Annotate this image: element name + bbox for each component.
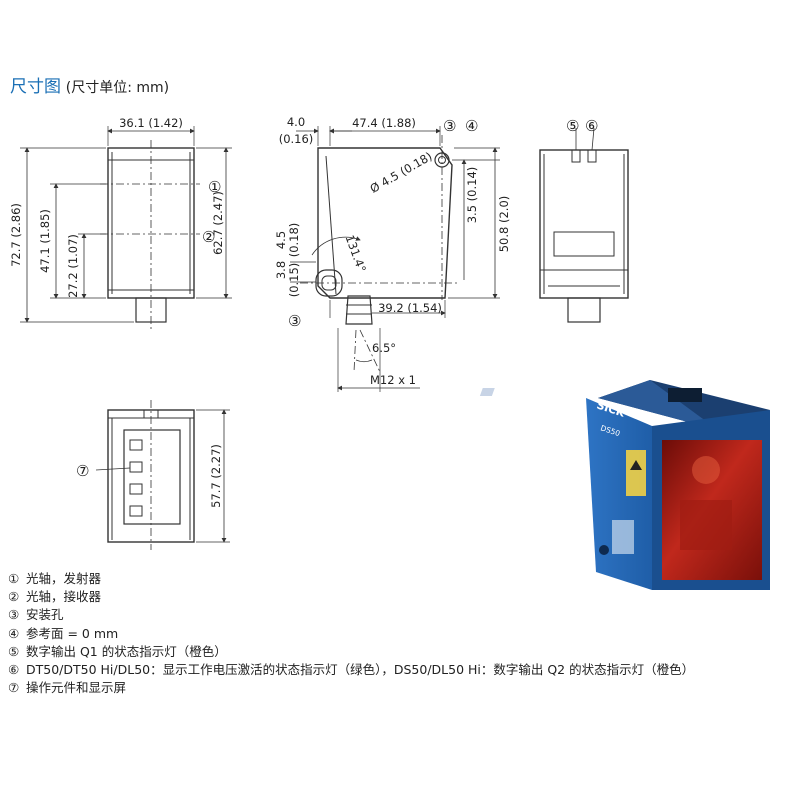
title-unit: (尺寸单位: mm) <box>65 80 170 96</box>
side-callout-3b: ③ <box>288 312 301 330</box>
side-body <box>317 147 453 299</box>
front-axis1-label: 47.1 (1.85) <box>38 209 52 273</box>
side-length-label: 47.4 (1.88) <box>352 116 416 130</box>
control-button-1 <box>129 439 143 451</box>
tilt-angle-label: 6.5° <box>372 341 396 355</box>
indicator-q2 <box>587 149 597 163</box>
slot-inch-label: (0.15) <box>287 263 301 298</box>
control-button-4 <box>129 505 143 517</box>
front-view <box>20 126 232 330</box>
laser-warning-label <box>626 450 646 496</box>
product-side-face <box>586 398 652 590</box>
top-view <box>95 400 230 550</box>
side-offset-inch-label: (0.16) <box>279 132 314 146</box>
title-main: 尺寸图 <box>10 77 61 97</box>
front-callout-1: ① <box>208 178 221 196</box>
ref-offset-label: 3.5 (0.14) <box>465 167 479 224</box>
side-offset-label: 4.0 <box>287 115 305 129</box>
back-connector <box>567 297 601 323</box>
back-callout-6: ⑥ <box>585 117 598 135</box>
front-callout-2: ② <box>202 228 215 246</box>
back-view <box>539 127 629 323</box>
control-button-3 <box>129 483 143 495</box>
side-view-labels: 4.0 (0.16) 47.4 (1.88) ③ ④ Ø 4.5 (0.18) … <box>274 115 511 387</box>
hole-diameter-label: Ø 4.5 (0.18) <box>368 149 435 196</box>
product-photo: SICK DS50 <box>479 380 770 590</box>
page-title: 尺寸图 (尺寸单位: mm) <box>10 72 169 97</box>
front-body-height-label: 62.7 (2.47) <box>211 191 225 255</box>
top-view-labels: 57.7 (2.27) ⑦ <box>76 444 223 508</box>
front-total-height-label: 72.7 (2.86) <box>9 203 23 267</box>
control-button-2 <box>129 461 143 473</box>
side-callout-4: ④ <box>465 117 478 135</box>
front-width-label: 36.1 (1.42) <box>119 116 183 130</box>
base-length-label: 39.2 (1.54) <box>378 301 442 315</box>
back-view-labels: ⑤ ⑥ <box>566 117 598 135</box>
top-callout-7: ⑦ <box>76 462 89 480</box>
control-panel <box>123 429 181 525</box>
slot-label: 3.8 <box>274 261 288 279</box>
side-view <box>290 126 500 392</box>
hole-height-label: 4.5 <box>274 231 288 249</box>
back-label-area <box>553 231 615 257</box>
side-connector <box>345 295 373 325</box>
thread-label: M12 x 1 <box>370 373 416 387</box>
hole-height-inch-label: (0.18) <box>287 223 301 258</box>
front-view-labels: 36.1 (1.42) 72.7 (2.86) 47.1 (1.85) 27.2… <box>9 116 225 298</box>
side-height-label: 50.8 (2.0) <box>497 196 511 253</box>
back-callout-5: ⑤ <box>566 117 579 135</box>
back-body <box>539 149 629 299</box>
indicator-q1 <box>571 149 581 163</box>
angle-label: 131.4° <box>343 233 369 274</box>
front-axis2-label: 27.2 (1.07) <box>66 234 80 298</box>
side-callout-3: ③ <box>443 117 456 135</box>
top-height-label: 57.7 (2.27) <box>209 444 223 508</box>
